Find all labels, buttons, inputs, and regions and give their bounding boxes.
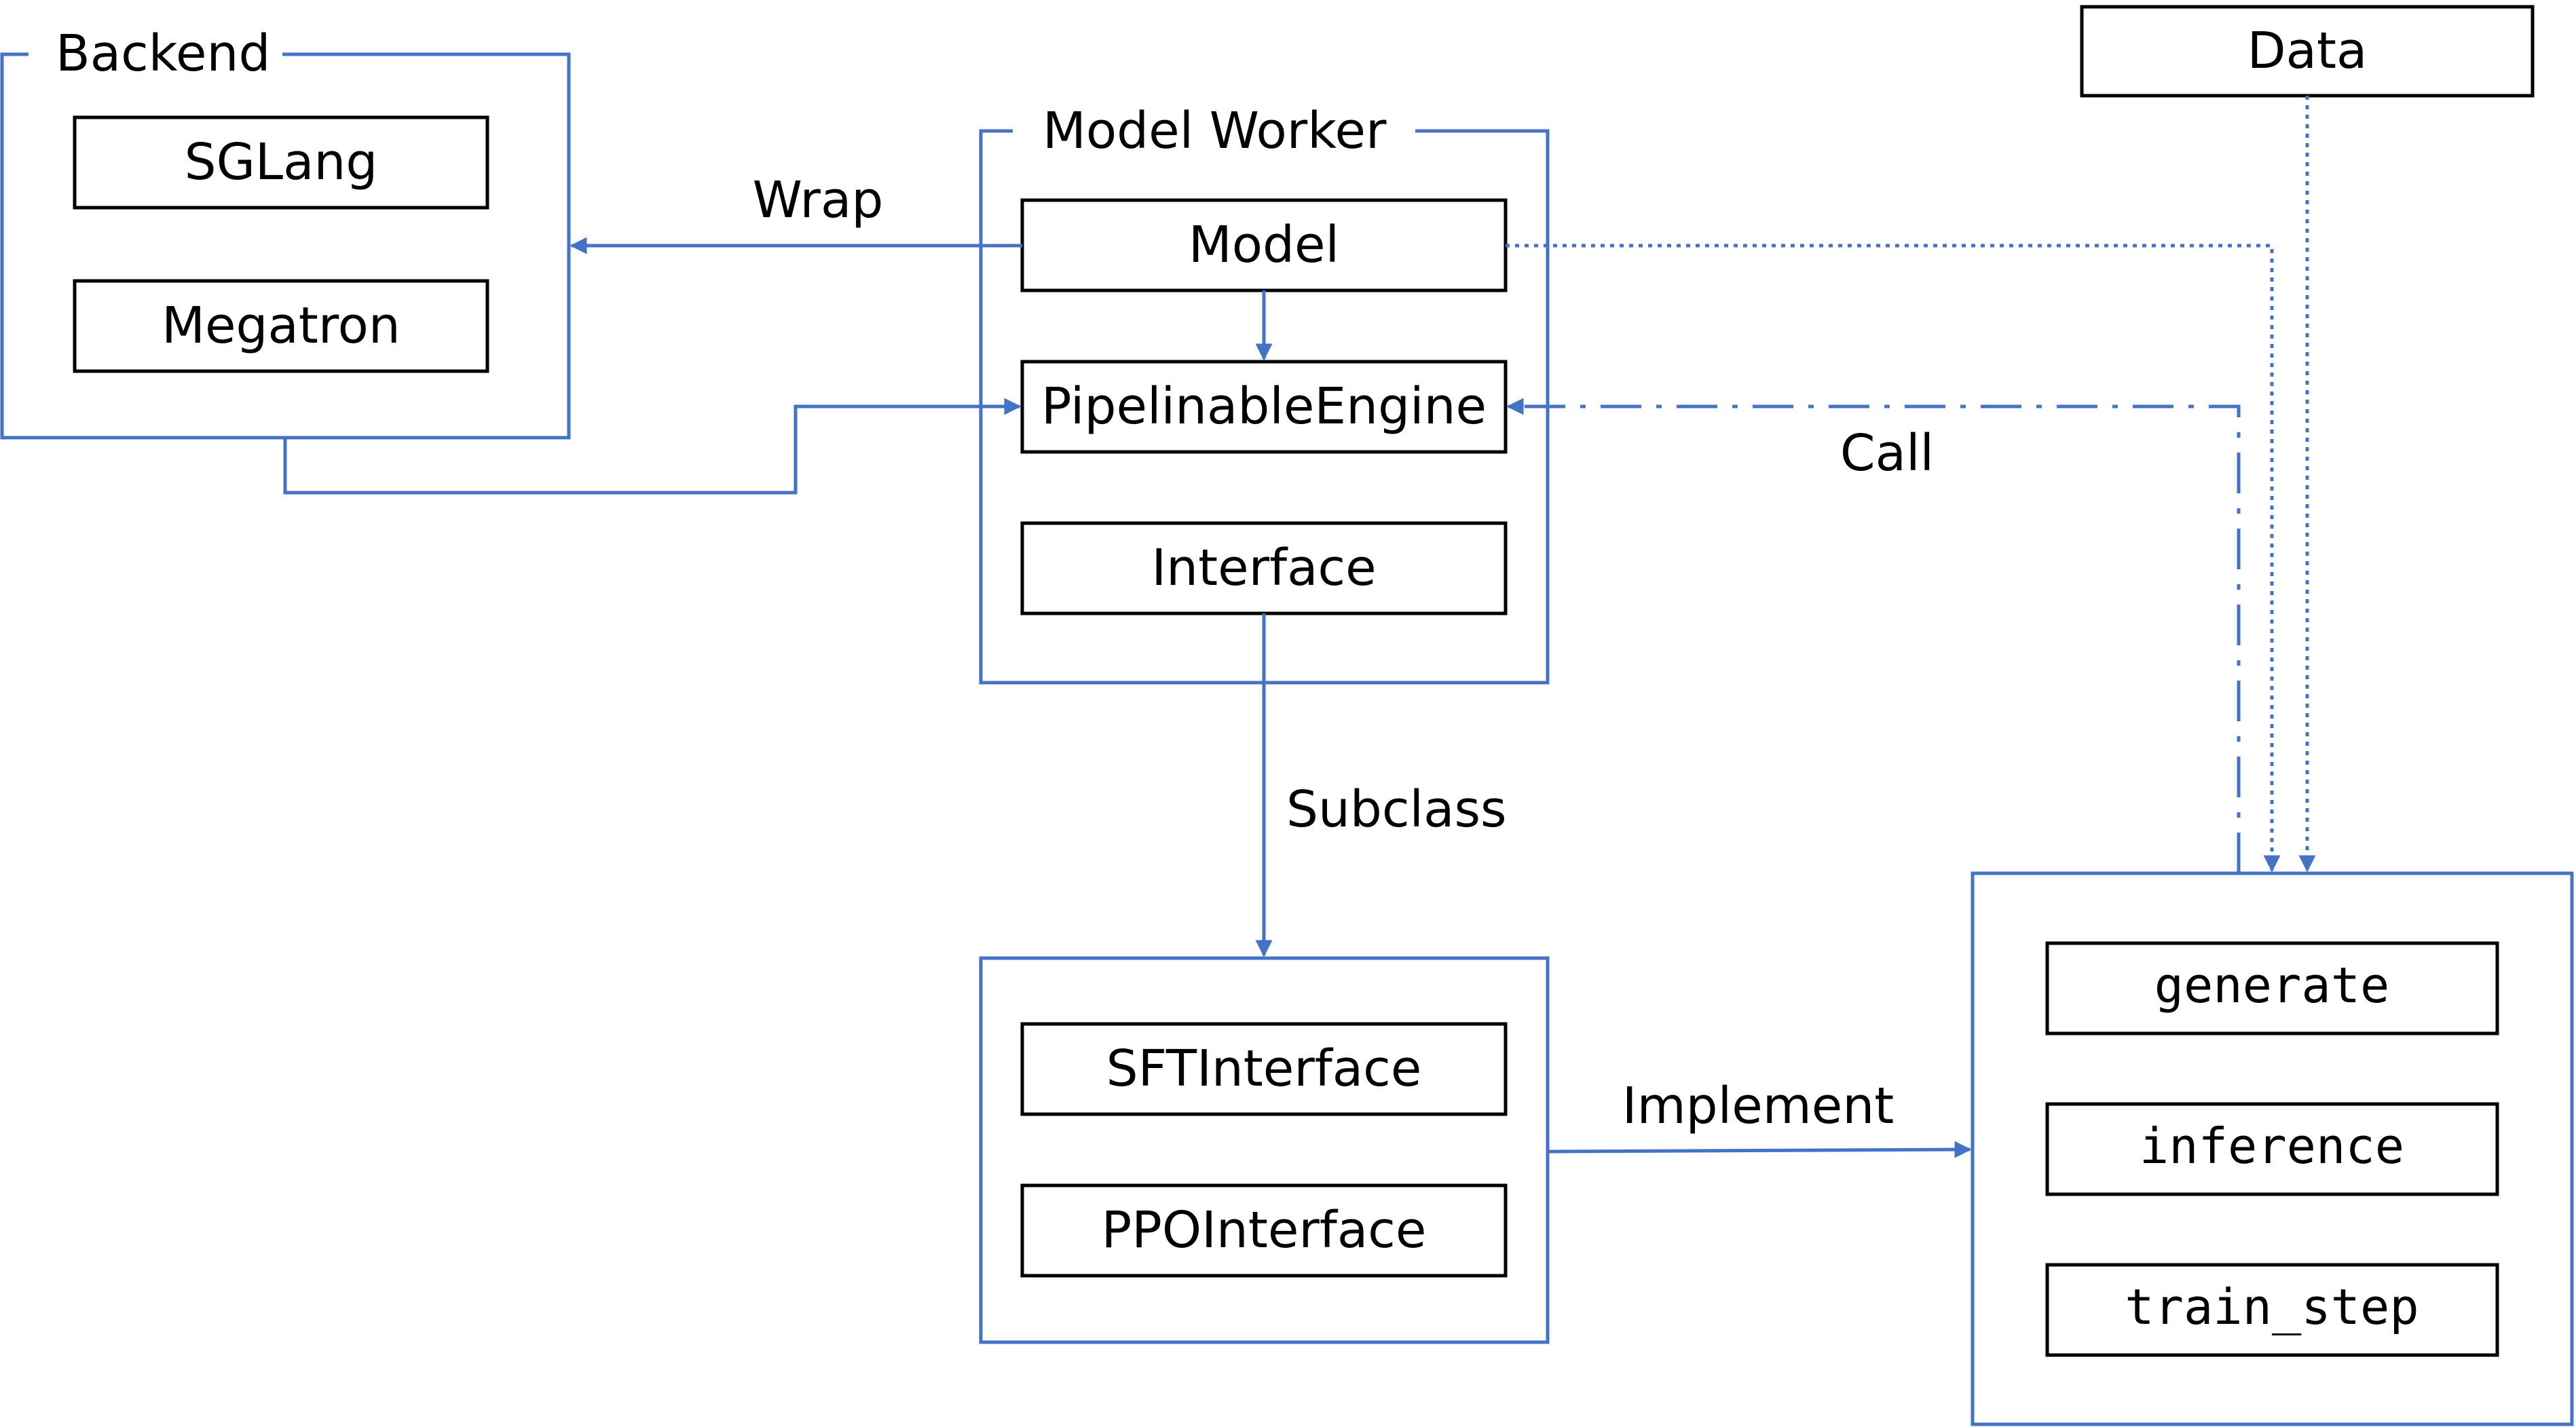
interface-label: Interface [1151,539,1376,597]
sglang-label: SGLang [185,133,378,191]
methods-group-frame [1971,871,2574,1426]
inference-label: inference [2140,1118,2404,1175]
train-step-label: train_step [2125,1278,2419,1335]
generate-box [2045,941,2499,1035]
sglang-box [73,115,489,210]
backend-to-engine-arrow [283,398,1022,495]
model-label: Model [1189,216,1339,274]
implement-arrow [1547,1141,1972,1158]
ppo-interface-label: PPOInterface [1102,1201,1427,1259]
wrap-label: Wrap [753,171,884,229]
model-worker-group-label: Model Worker [1043,102,1387,160]
train-step-box [2045,1263,2499,1357]
data-label: Data [2247,22,2368,80]
implement-label: Implement [1622,1077,1894,1135]
generate-label: generate [2154,957,2390,1014]
megatron-box [73,279,489,373]
sft-interface-label: SFTInterface [1106,1040,1422,1098]
pipelinable-engine-box [1020,360,1508,454]
call-arrow [1506,398,2241,873]
inference-box [2045,1102,2499,1196]
subclass-group-frame [979,956,1550,1344]
ppo-interface-box [1020,1183,1508,1278]
pipelinable-engine-label: PipelinableEngine [1041,377,1487,436]
sft-interface-box [1020,1022,1508,1116]
model-to-methods-arrow [1506,244,2281,873]
backend-group-frame [0,52,571,440]
backend-group-label: Backend [56,24,270,83]
call-label: Call [1840,424,1934,482]
megatron-label: Megatron [162,297,400,355]
subclass-label: Subclass [1286,780,1507,839]
